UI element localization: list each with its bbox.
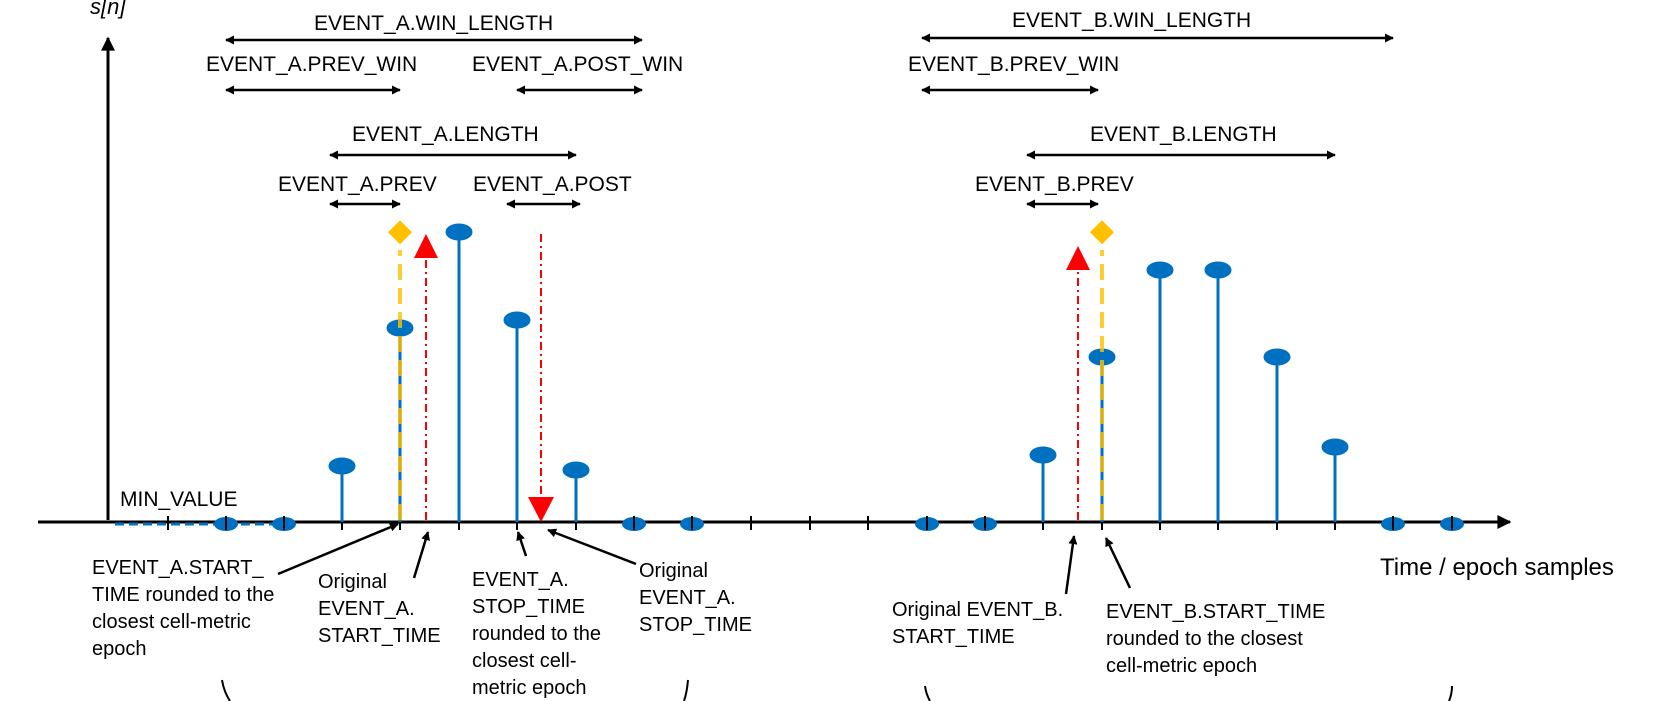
x-axis-label: Time / epoch samples [1380, 554, 1614, 581]
bottom-brace-marks [221, 679, 1453, 701]
event-a-prev-label: EVENT_A.PREV [278, 173, 437, 196]
stem-marker [1204, 261, 1232, 279]
event-a-rounded-start-diamond [387, 220, 413, 245]
annotation-a-start-original: Original EVENT_A. START_TIME [318, 571, 441, 647]
event-a-win-length-label: EVENT_A.WIN_LENGTH [314, 12, 553, 35]
annotation-a-stop-original: Original EVENT_A. STOP_TIME [639, 560, 752, 636]
event-a-prev-win-label: EVENT_A.PREV_WIN [206, 53, 417, 76]
stem-marker [445, 223, 473, 241]
pointer-a-start-original [412, 531, 430, 579]
event-b-length-label: EVENT_B.LENGTH [1090, 123, 1277, 146]
event-a-post-win-label: EVENT_A.POST_WIN [472, 53, 683, 76]
event-b-prev-label: EVENT_B.PREV [975, 173, 1134, 196]
event-a-original-stop-arrow [528, 497, 554, 522]
stem-marker [1321, 438, 1349, 456]
annotation-b-start-original: Original EVENT_B. START_TIME [892, 599, 1069, 648]
stem-marker [562, 461, 590, 479]
event-b-prev-win-label: EVENT_B.PREV_WIN [908, 53, 1119, 76]
event-a-length-label: EVENT_A.LENGTH [352, 123, 539, 146]
event-b-original-start-arrow [1066, 246, 1090, 270]
event-b-win-length-label: EVENT_B.WIN_LENGTH [1012, 9, 1251, 32]
stem-marker [1029, 446, 1057, 464]
pointer-a-stop-original [547, 528, 637, 566]
stem-marker [328, 457, 356, 475]
stem-marker [1146, 261, 1174, 279]
event-a-original-start-arrow [414, 234, 438, 258]
min-value-label: MIN_VALUE [120, 488, 237, 511]
pointer-b-start-rounded [1104, 537, 1132, 589]
baseline-sample-ticks [225, 516, 1453, 530]
stem-marker [503, 311, 531, 329]
annotation-a-stop-rounded: EVENT_A. STOP_TIME rounded to the closes… [472, 569, 607, 699]
event-a-post-label: EVENT_A.POST [473, 173, 632, 196]
annotation-a-start-rounded: EVENT_A.START_ TIME rounded to the close… [92, 557, 280, 660]
signal-stems [328, 223, 1349, 522]
annotation-b-start-rounded: EVENT_B.START_TIME rounded to the closes… [1106, 601, 1331, 677]
pointer-b-start-original [1064, 535, 1078, 595]
pointer-a-stop-rounded [516, 531, 528, 557]
stem-marker [1263, 348, 1291, 366]
y-axis-label: s[n] [90, 0, 126, 19]
event-b-rounded-start-diamond [1089, 220, 1115, 245]
pointer-a-start-rounded [277, 522, 399, 576]
